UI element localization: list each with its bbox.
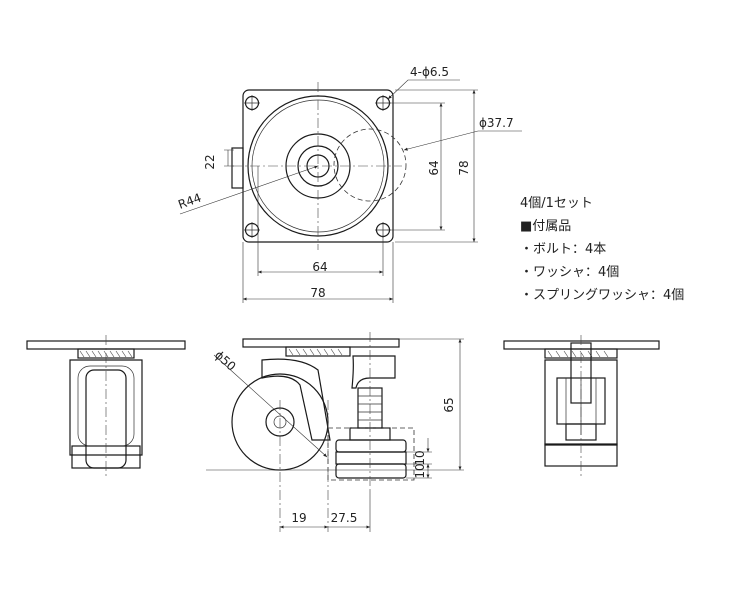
mounting-holes: [244, 95, 391, 238]
accessories-title: ■付属品: [520, 219, 572, 234]
accessory-item: ・ボルト：4本: [520, 242, 607, 257]
swivel-lock-tab: [231, 147, 244, 189]
notes-panel: 4個/1セット ■付属品 ・ボルト：4本 ・ワッシャ：4個 ・スプリングワッシャ…: [520, 192, 684, 307]
wheel-diameter: ϕ50: [212, 348, 239, 374]
accessory-item: ・ワッシャ：4個: [520, 265, 620, 280]
dim-offset-a: 19: [291, 511, 306, 525]
front-stem-housing: [351, 355, 396, 389]
left-fork: [69, 359, 143, 456]
dim-offset-b: 27.5: [331, 511, 358, 525]
right-top-plate: [503, 340, 660, 350]
level-foot-outline: [327, 427, 415, 481]
front-fork-arm: [261, 358, 331, 441]
front-bearing: [285, 346, 351, 357]
dim-lock-offset: 22: [203, 154, 217, 169]
dim-foot-stack-a: 10: [413, 450, 427, 465]
level-foot-base: [335, 463, 407, 479]
dim-inner-width: 64: [312, 260, 327, 274]
front-top-plate: [242, 338, 400, 348]
dim-caster-height: 65: [442, 397, 456, 412]
level-foot-upper: [335, 439, 407, 453]
offset-wheel-circle: [333, 128, 407, 202]
right-view: [503, 335, 660, 478]
dim-outer-width: 78: [310, 286, 325, 300]
left-view: [26, 335, 186, 478]
top-view: 64 78 64 78 22 4-ϕ6.5 ϕ37.7 R44: [176, 65, 522, 303]
dim-foot-stack-b: 10: [413, 463, 427, 478]
dim-outer-height: 78: [457, 160, 471, 175]
dim-inner-height: 64: [427, 160, 441, 175]
level-foot-mid: [335, 451, 407, 465]
front-view: 65 10 10 19 27.5 ϕ50: [206, 332, 464, 532]
accessory-item: ・スプリングワッシャ：4個: [520, 288, 685, 303]
hole-callout: 4-ϕ6.5: [410, 65, 449, 79]
radius-label: R44: [176, 191, 203, 212]
set-info: 4個/1セット: [520, 196, 593, 211]
offset-circle-dia: ϕ37.7: [479, 116, 514, 130]
